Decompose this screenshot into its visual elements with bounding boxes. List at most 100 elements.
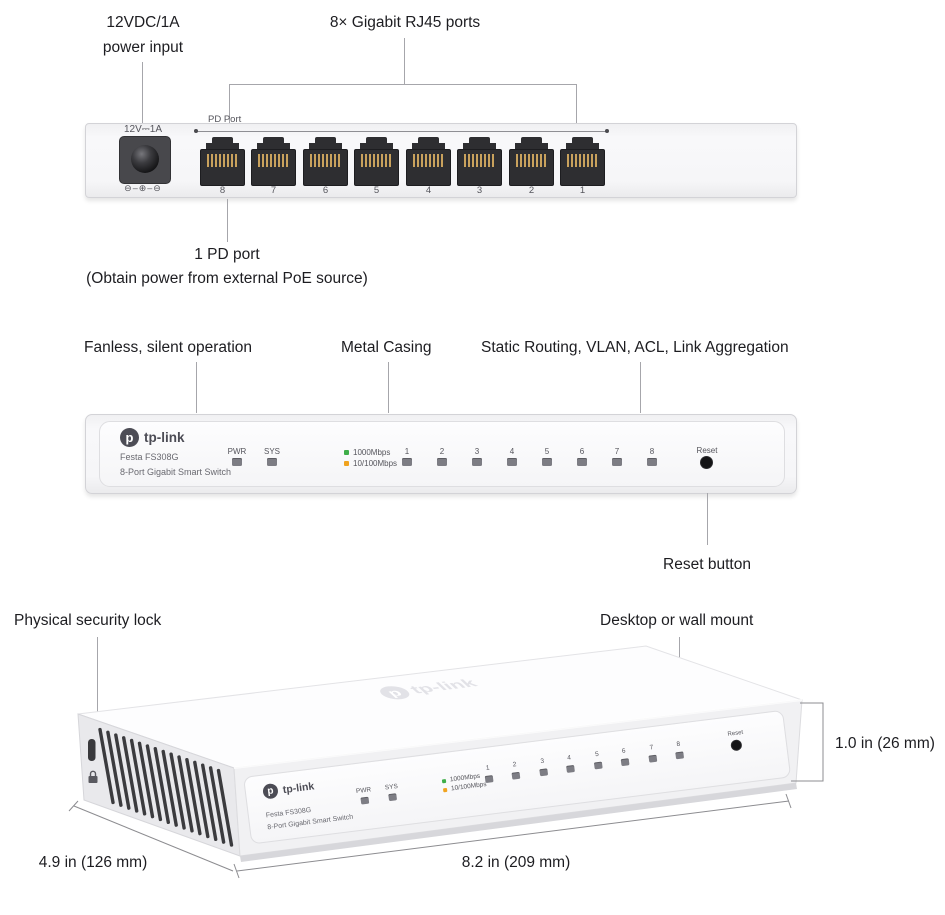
pd-callout-line1: 1 PD port — [194, 246, 260, 263]
kensington-slot-icon — [88, 739, 96, 761]
rj45-port-4 — [406, 137, 451, 186]
rj45-port-7 — [251, 137, 296, 186]
switch-bottom-lip — [240, 783, 797, 862]
reset-label: Reset — [727, 729, 744, 738]
iso-port-label: 1 — [485, 764, 491, 772]
rear-port-number: 6 — [322, 185, 329, 196]
pwr-led — [232, 458, 242, 466]
width-dimension: 8.2 in (209 mm) — [461, 854, 571, 871]
dc-power-jack — [119, 136, 171, 184]
sys-label: SYS — [384, 782, 399, 792]
rj45-port-1 — [560, 137, 605, 186]
ports-strip-line — [197, 131, 607, 132]
front-top-edge-highlight — [233, 699, 803, 769]
port-led — [402, 458, 412, 466]
product-name-label: 8-Port Gigabit Smart Switch — [120, 467, 232, 477]
iso-port-label: 6 — [621, 747, 626, 755]
port-led — [675, 751, 685, 759]
speed-legend: 1000Mbps 10/100Mbps — [441, 771, 487, 794]
reset-button — [731, 740, 742, 751]
port-led — [593, 761, 603, 769]
port-led — [647, 458, 657, 466]
rj45-pins-icon — [516, 154, 547, 167]
power-input-callout-line1: 12VDC/1A — [106, 14, 180, 31]
rear-port-number: 4 — [425, 185, 432, 196]
rj45-pins-icon — [464, 154, 495, 167]
ports-callout-left-drop — [229, 84, 230, 133]
power-callout-line — [142, 62, 143, 133]
model-label: Festa FS308G — [120, 452, 179, 462]
rj45-pins-icon — [207, 154, 238, 167]
front-port-label: 8 — [649, 447, 655, 456]
lock-callout-line — [97, 637, 98, 714]
power-input-callout-line2: power input — [102, 39, 184, 56]
tp-link-emblem-icon: p — [120, 428, 139, 447]
reset-callout: Reset button — [663, 556, 751, 573]
tp-link-logo: p tp-link — [262, 778, 315, 800]
fast-led-icon — [344, 461, 349, 466]
metal-casing-callout: Metal Casing — [341, 339, 432, 356]
tp-link-emblem-icon: p — [262, 782, 279, 800]
rear-port-number: 7 — [270, 185, 277, 196]
polarity-icon: ⊖–⊕–⊖ — [124, 183, 162, 193]
speed-legend: 1000Mbps 10/100Mbps — [344, 447, 397, 469]
reset-button — [701, 457, 712, 468]
port-led — [620, 758, 630, 766]
front-port-label: 4 — [509, 447, 515, 456]
rj45-pins-icon — [310, 154, 341, 167]
rear-port-number: 8 — [219, 185, 226, 196]
lock-icon — [88, 770, 98, 783]
fanless-callout: Fanless, silent operation — [84, 339, 253, 356]
port-led — [612, 458, 622, 466]
brand-text: tp-link — [282, 779, 315, 796]
iso-port-label: 3 — [540, 757, 545, 766]
sys-label: SYS — [263, 447, 280, 456]
reset-label: Reset — [696, 446, 718, 455]
ports-callout-bracket — [229, 84, 577, 85]
front-port-label: 2 — [439, 447, 445, 456]
port-led — [566, 764, 575, 773]
features-callout-line — [640, 362, 641, 413]
legend-gigabit: 1000Mbps — [353, 448, 391, 457]
power-jack-label: 12V⎓1A — [123, 124, 162, 135]
rj45-pins-icon — [413, 154, 444, 167]
pd-callout-line2: (Obtain power from external PoE source) — [86, 270, 368, 287]
metal-callout-line — [388, 362, 389, 413]
fanless-callout-line — [196, 362, 197, 413]
rear-port-number: 2 — [528, 185, 535, 196]
iso-port-label: 5 — [594, 750, 600, 759]
port-led — [437, 458, 447, 466]
model-label: Festa FS308G — [265, 806, 312, 820]
rj45-pins-icon — [567, 154, 598, 167]
rear-port-number: 1 — [579, 185, 586, 196]
height-dimension: 1.0 in (26 mm) — [835, 735, 935, 752]
rear-port-number: 3 — [476, 185, 483, 196]
front-port-label: 7 — [614, 447, 620, 456]
iso-port-label: 2 — [512, 761, 517, 769]
rear-port-number: 5 — [373, 185, 380, 196]
rj45-port-3 — [457, 137, 502, 186]
port-led — [507, 458, 517, 466]
tp-link-logo: p tp-link — [120, 428, 185, 447]
strip-dot-right — [605, 129, 609, 133]
front-port-label: 3 — [474, 447, 480, 456]
rj45-port-5 — [354, 137, 399, 186]
front-port-label: 6 — [579, 447, 585, 456]
front-port-label: 1 — [404, 447, 410, 456]
pwr-label: PWR — [227, 447, 247, 456]
rj45-port-6 — [303, 137, 348, 186]
vent-slats-icon — [98, 727, 234, 847]
ports-callout-stem — [404, 38, 405, 84]
port-led — [648, 754, 658, 763]
rj45-port-8 — [200, 137, 245, 186]
port-led — [484, 775, 494, 783]
iso-port-label: 4 — [566, 754, 572, 762]
port-led — [577, 458, 587, 466]
depth-dimension: 4.9 in (126 mm) — [38, 854, 148, 871]
legend-fast: 10/100Mbps — [353, 459, 398, 468]
security-lock-callout: Physical security lock — [14, 612, 162, 629]
port-led — [472, 458, 482, 466]
front-port-label: 5 — [544, 447, 550, 456]
gigabit-led-icon — [344, 450, 349, 455]
